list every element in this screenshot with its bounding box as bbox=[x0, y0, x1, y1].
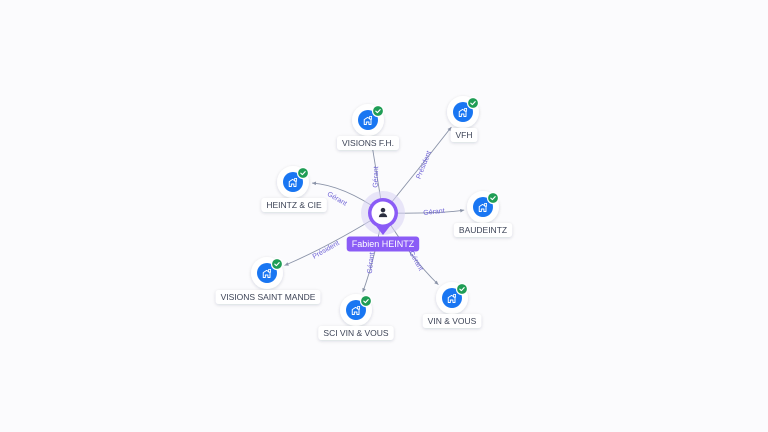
person-name-label: Fabien HEINTZ bbox=[352, 239, 415, 249]
company-icon-background bbox=[283, 172, 303, 192]
company-label-background bbox=[337, 136, 399, 150]
company-label-heintz-cie: HEINTZ & CIE bbox=[266, 200, 322, 210]
company-node-sci-vin-vous[interactable]: SCI VIN & VOUS bbox=[318, 294, 394, 340]
company-label-background bbox=[261, 198, 327, 212]
verified-badge bbox=[486, 191, 500, 205]
edge-label-vfh: Président bbox=[416, 150, 434, 180]
verified-badge bbox=[455, 282, 469, 296]
company-icon-background bbox=[346, 300, 366, 320]
company-node-visions-saint-mande[interactable]: VISIONS SAINT MANDE bbox=[215, 257, 321, 304]
company-label-background bbox=[422, 314, 482, 328]
edge-label-vin-vous: Gérant bbox=[407, 250, 424, 272]
verified-badge bbox=[359, 294, 373, 308]
edge-label-heintz-cie: Gérant bbox=[326, 191, 348, 208]
verified-badge bbox=[466, 96, 480, 110]
edge-label-visions-f-h: Gérant bbox=[372, 166, 380, 188]
company-label-vin-vous: VIN & VOUS bbox=[428, 316, 477, 326]
company-node-visions-f-h[interactable]: VISIONS F.H. bbox=[337, 104, 399, 150]
person-node-inner bbox=[371, 201, 395, 225]
company-label-background bbox=[318, 326, 394, 340]
edge-arrow-icon bbox=[312, 181, 317, 186]
company-icon-background bbox=[257, 263, 277, 283]
company-label-background bbox=[215, 290, 321, 304]
company-label-visions-f-h: VISIONS F.H. bbox=[342, 138, 394, 148]
company-icon-background bbox=[442, 288, 462, 308]
company-label-background bbox=[453, 223, 513, 237]
person-node-center[interactable]: Fabien HEINTZ bbox=[346, 191, 420, 252]
company-node-vin-vous[interactable]: VIN & VOUS bbox=[422, 282, 482, 328]
center-layer: Fabien HEINTZ bbox=[346, 191, 420, 252]
company-node-baudeintz[interactable]: BAUDEINTZ bbox=[453, 191, 513, 237]
company-label-sci-vin-vous: SCI VIN & VOUS bbox=[323, 328, 389, 338]
company-icon-background bbox=[453, 102, 473, 122]
edge-arrow-icon bbox=[434, 280, 439, 285]
company-label-visions-saint-mande: VISIONS SAINT MANDE bbox=[221, 292, 316, 302]
nodes-layer: VISIONS F.H. VFH HEINTZ & CIE BAUDEINTZ VISI… bbox=[215, 96, 513, 340]
company-node-heintz-cie[interactable]: HEINTZ & CIE bbox=[261, 166, 327, 212]
edge-arrow-icon bbox=[284, 262, 289, 266]
edge-label-sci-vin-vous: Gérant bbox=[367, 252, 376, 274]
verified-badge bbox=[296, 166, 310, 180]
company-icon-background bbox=[358, 110, 378, 130]
verified-badge bbox=[371, 104, 385, 118]
company-label-baudeintz: BAUDEINTZ bbox=[459, 225, 507, 235]
edge-arrow-icon bbox=[459, 208, 465, 213]
edge-arrow-icon bbox=[447, 127, 452, 132]
company-icon-background bbox=[473, 197, 493, 217]
edge-arrow-icon bbox=[362, 287, 366, 293]
person-name-label-background bbox=[346, 236, 420, 252]
company-label-background bbox=[450, 128, 478, 142]
company-node-vfh[interactable]: VFH bbox=[447, 96, 480, 142]
edge-label-baudeintz: Gérant bbox=[423, 208, 445, 217]
company-label-vfh: VFH bbox=[456, 130, 473, 140]
verified-badge bbox=[270, 257, 284, 271]
edge-label-visions-saint-mande: Président bbox=[312, 240, 341, 261]
